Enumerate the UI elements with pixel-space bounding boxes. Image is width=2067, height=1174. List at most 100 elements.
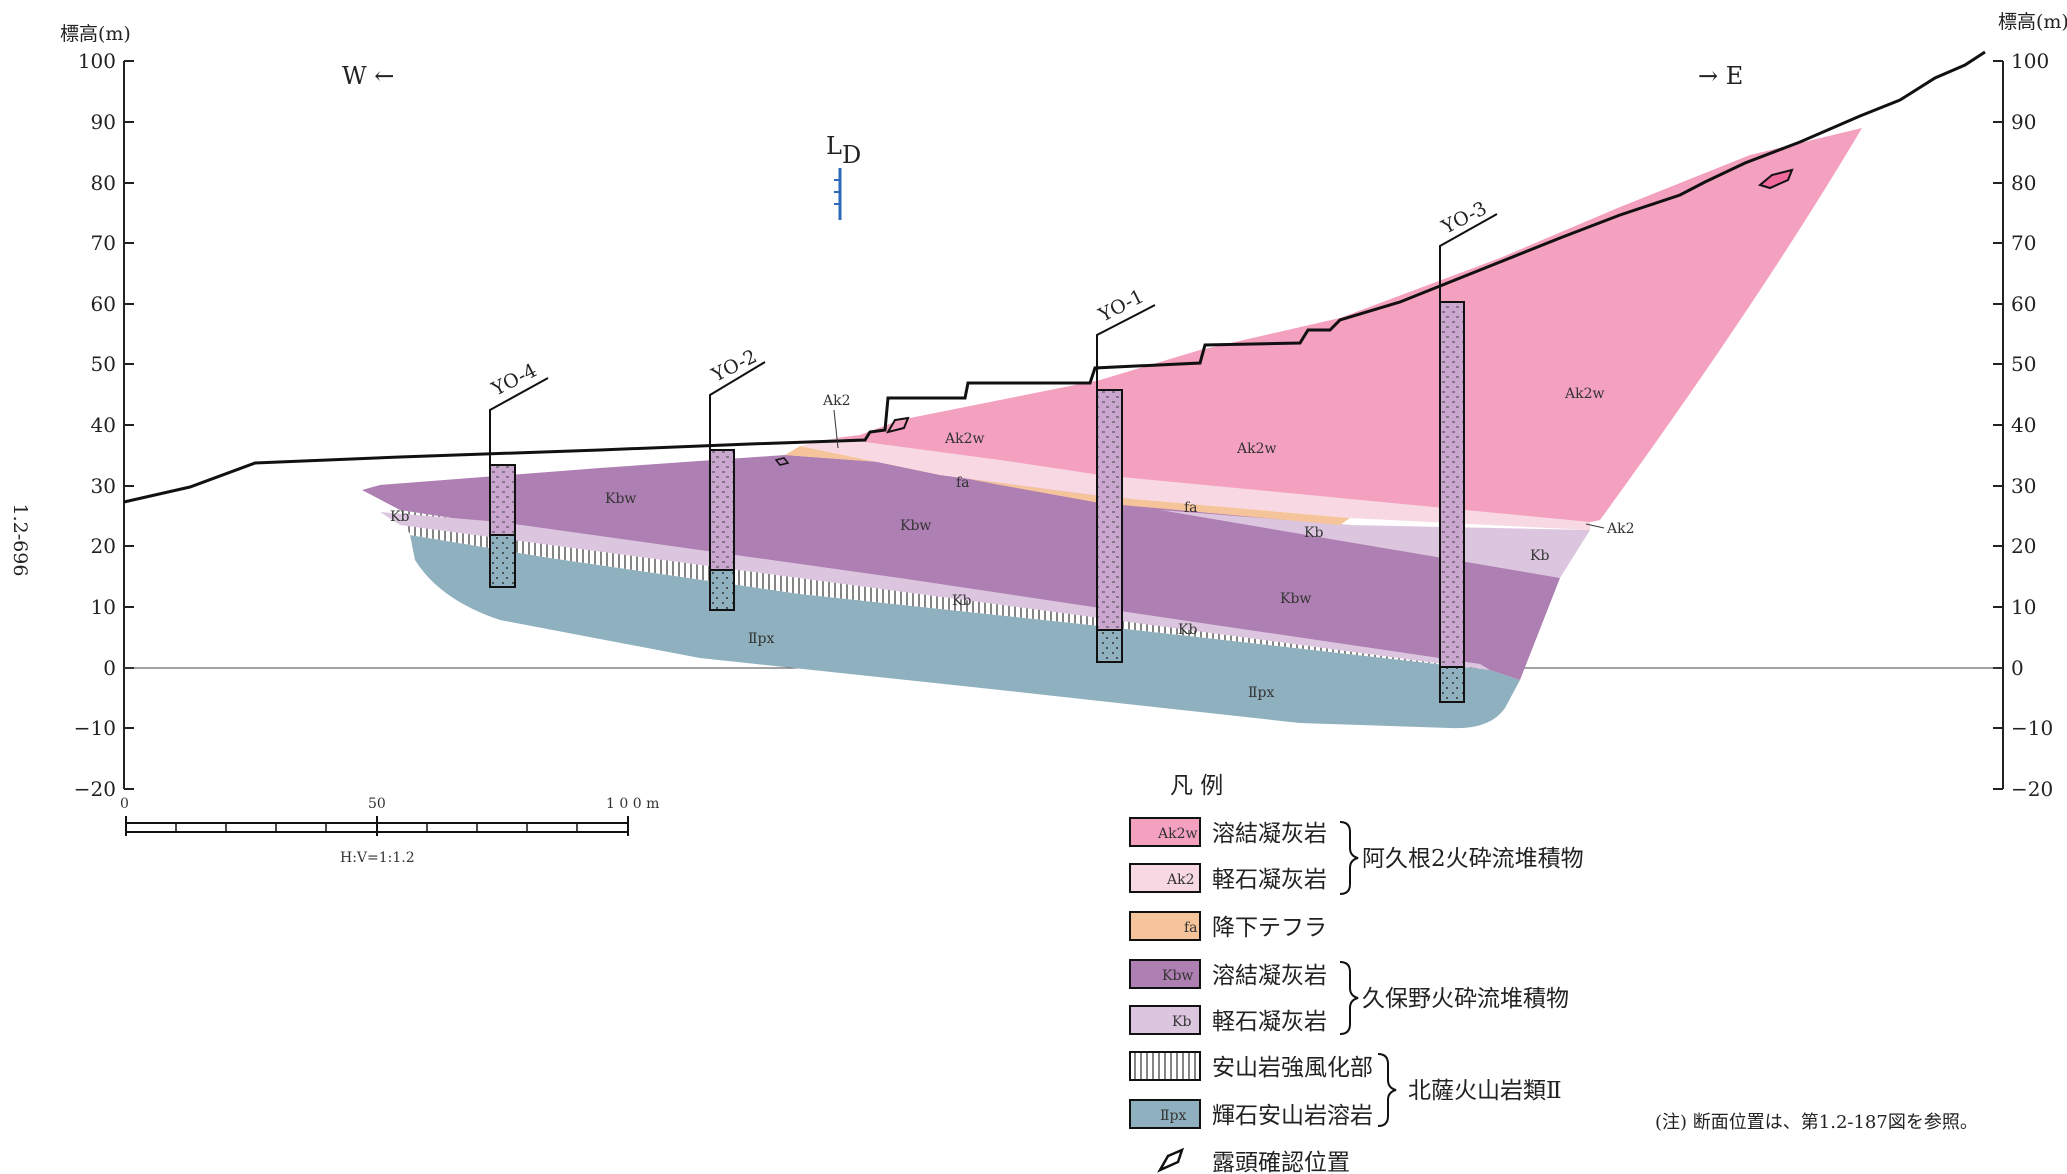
unit-label: Ak2 xyxy=(1606,521,1635,537)
unit-label: Ak2w xyxy=(1236,441,1277,457)
tick-label: 60 xyxy=(2011,292,2036,316)
tick-label: 20 xyxy=(2011,534,2036,558)
unit-label: Kb xyxy=(952,593,971,609)
scale-ratio: H:V=1:1.2 xyxy=(340,850,415,866)
legend-swatch-kb xyxy=(1129,1005,1201,1035)
legend-name: 溶結凝灰岩 xyxy=(1212,821,1327,847)
legend-name: 安山岩強風化部 xyxy=(1212,1055,1373,1081)
tick-label: 100 xyxy=(2011,49,2049,73)
tick-label: 100 xyxy=(78,49,116,73)
unit-label: Kbw xyxy=(1280,591,1311,607)
unit-label: fa xyxy=(1184,500,1198,516)
outcrop-marker xyxy=(774,457,790,466)
scale-bar: 0 50 1 0 0 m H:V=1:1.2 xyxy=(120,796,659,866)
borehole-label: YO-1 xyxy=(1094,285,1147,327)
unit-label: Kb xyxy=(1178,622,1197,638)
unit-label: Ak2w xyxy=(944,431,985,447)
left-axis-label: 標高(m) xyxy=(60,23,131,45)
borehole-label: YO-4 xyxy=(487,359,540,401)
tick-label: 20 xyxy=(91,534,116,558)
unit-label: Kb xyxy=(390,509,409,525)
right-axis-label: 標高(m) xyxy=(1998,11,2067,33)
east-direction-label: → E xyxy=(1698,62,1743,90)
unit-label: Kb xyxy=(1304,525,1323,541)
right-axis-ticks: 100 90 80 70 60 50 40 30 20 10 0 −10 −20 xyxy=(2011,49,2053,801)
legend-code: Ⅱpx xyxy=(1160,1108,1186,1124)
layer-kbw xyxy=(362,455,1560,680)
tick-label: 90 xyxy=(2011,110,2036,134)
fault-label: L xyxy=(826,132,842,160)
unit-label: Ⅱpx xyxy=(748,631,774,647)
tick-label: 10 xyxy=(2011,595,2036,619)
outcrop-marker xyxy=(885,416,910,434)
tick-label: 50 xyxy=(91,352,116,376)
unit-label: Kb xyxy=(1530,548,1549,564)
unit-label: Kbw xyxy=(605,491,636,507)
layer-kb-lower xyxy=(380,512,1490,670)
tick-label: 80 xyxy=(91,171,116,195)
west-direction-label: W ← xyxy=(342,62,394,90)
legend-name: 降下テフラ xyxy=(1212,915,1327,941)
legend-group: 北薩火山岩類Ⅱ xyxy=(1408,1078,1562,1104)
unit-label: Ⅱpx xyxy=(1248,685,1274,701)
outcrop-marker xyxy=(1757,168,1794,190)
layer-kb-east xyxy=(1160,510,1590,578)
legend-brace xyxy=(1377,1053,1397,1127)
tick-label: 90 xyxy=(91,110,116,134)
legend-outcrop: 露頭確認位置 xyxy=(1212,1150,1350,1174)
legend-name: 軽石凝灰岩 xyxy=(1212,1009,1327,1035)
tick-label: −10 xyxy=(74,716,116,740)
legend: 凡 例 Ak2w 溶結凝灰岩 Ak2 軽石凝灰岩 fa 降下テフラ Kbw 溶結… xyxy=(1129,773,1584,1174)
tick-label: 80 xyxy=(2011,171,2036,195)
tick-label: 40 xyxy=(91,413,116,437)
tick-label: −20 xyxy=(74,777,116,801)
legend-name: 輝石安山岩溶岩 xyxy=(1212,1103,1373,1129)
tick-label: 40 xyxy=(2011,413,2036,437)
right-axis xyxy=(1993,60,2004,790)
legend-code: fa xyxy=(1184,920,1198,936)
legend-title: 凡 例 xyxy=(1170,773,1223,799)
tick-label: −20 xyxy=(2011,777,2053,801)
unit-label: Ak2w xyxy=(1564,386,1605,402)
tick-label: 10 xyxy=(91,595,116,619)
legend-swatch-kbw xyxy=(1129,959,1201,989)
scale-mid: 50 xyxy=(368,796,386,812)
ground-surface xyxy=(123,50,1986,504)
layer-ak2 xyxy=(800,438,1590,530)
layer-fa xyxy=(785,446,1350,525)
layer-ak2w xyxy=(835,128,1862,522)
note: (注) 断面位置は、第1.2-187図を参照。 xyxy=(1655,1112,1978,1133)
legend-code: Ak2w xyxy=(1157,826,1198,842)
tick-label: 30 xyxy=(91,474,116,498)
tick-label: 70 xyxy=(2011,231,2036,255)
tick-label: 60 xyxy=(91,292,116,316)
legend-swatch-weathered xyxy=(1129,1051,1201,1081)
legend-brace xyxy=(1339,821,1359,895)
unit-label: fa xyxy=(956,475,970,491)
left-axis-ticks: 100 90 80 70 60 50 40 30 20 10 0 −10 −20 xyxy=(74,49,116,801)
legend-code: Kb xyxy=(1172,1014,1191,1030)
layer-px xyxy=(410,535,1520,729)
legend-swatch-px xyxy=(1129,1099,1201,1129)
legend-group: 久保野火砕流堆積物 xyxy=(1362,986,1569,1012)
tick-label: 0 xyxy=(103,656,116,680)
page-number: 1.2-696 xyxy=(9,504,31,577)
legend-code: Kbw xyxy=(1162,968,1193,984)
legend-swatch-fa xyxy=(1129,911,1201,941)
tick-label: 70 xyxy=(91,231,116,255)
outcrop-icon xyxy=(1157,1147,1185,1173)
tick-label: 30 xyxy=(2011,474,2036,498)
legend-brace xyxy=(1339,961,1359,1035)
legend-name: 溶結凝灰岩 xyxy=(1212,963,1327,989)
section-unit-labels: Ak2w Ak2w Ak2w Ak2 Ak2 fa fa Kbw Kbw Kbw… xyxy=(390,386,1635,701)
borehole-yo-2: YO-2 xyxy=(707,345,766,611)
tick-label: 0 xyxy=(2011,656,2024,680)
legend-name: 軽石凝灰岩 xyxy=(1212,867,1327,893)
legend-code: Ak2 xyxy=(1166,872,1195,888)
tick-label: 50 xyxy=(2011,352,2036,376)
tick-label: −10 xyxy=(2011,716,2053,740)
unit-label: Ak2 xyxy=(822,393,851,409)
legend-group: 阿久根2火砕流堆積物 xyxy=(1362,846,1584,872)
fault-label-sub: D xyxy=(842,141,861,169)
